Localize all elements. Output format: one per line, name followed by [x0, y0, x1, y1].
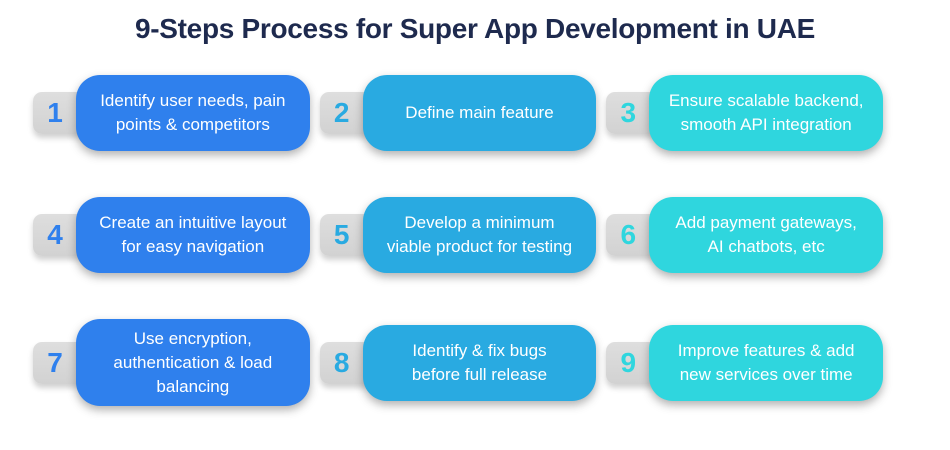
- step-3: 3 Ensure scalable backend, smooth API in…: [606, 75, 883, 151]
- step-4: 4 Create an intuitive layout for easy na…: [33, 197, 310, 273]
- step-5-label: Develop a minimum viable product for tes…: [386, 213, 573, 256]
- step-6-number: 6: [620, 219, 637, 250]
- steps-grid: 1 Identify user needs, pain points & com…: [33, 75, 883, 407]
- step-1: 1 Identify user needs, pain points & com…: [33, 75, 310, 151]
- step-4-card: Create an intuitive layout for easy navi…: [76, 197, 310, 273]
- step-8-number: 8: [333, 346, 350, 378]
- step-5-number: 5: [333, 219, 350, 250]
- step-3-card: Ensure scalable backend, smooth API inte…: [649, 75, 883, 151]
- step-2: 2 Define main feature: [319, 75, 597, 151]
- step-1-label: Identify user needs, pain points & compe…: [100, 91, 286, 134]
- step-7-label: Use encryption, authentication & load ba…: [113, 329, 273, 396]
- step-3-number: 3: [620, 97, 637, 128]
- step-5-card: Develop a minimum viable product for tes…: [362, 197, 597, 273]
- step-8-label: Identify & fix bugs before full release: [411, 340, 548, 384]
- step-6-label: Add payment gateways, AI chatbots, etc: [675, 213, 857, 256]
- step-9-label: Improve features & add new services over…: [677, 340, 855, 384]
- step-6-card: Add payment gateways, AI chatbots, etc: [649, 197, 883, 273]
- step-4-label: Create an intuitive layout for easy navi…: [99, 213, 287, 256]
- step-2-number: 2: [333, 97, 350, 128]
- step-9-number: 9: [620, 346, 637, 378]
- step-6: 6 Add payment gateways, AI chatbots, etc: [606, 197, 883, 273]
- step-7-card: Use encryption, authentication & load ba…: [76, 319, 310, 407]
- step-9-card: Improve features & add new services over…: [649, 324, 883, 401]
- step-2-label: Define main feature: [405, 103, 554, 123]
- step-1-card: Identify user needs, pain points & compe…: [76, 75, 310, 151]
- step-4-number: 4: [47, 219, 63, 250]
- step-8: 8 Identify & fix bugs before full releas…: [319, 319, 597, 406]
- step-7-number: 7: [47, 346, 63, 378]
- page-title: 9-Steps Process for Super App Developmen…: [134, 13, 816, 44]
- step-8-card: Identify & fix bugs before full release: [362, 324, 597, 401]
- step-9: 9 Improve features & add new services ov…: [606, 319, 883, 406]
- step-7: 7 Use encryption, authentication & load …: [33, 319, 310, 407]
- step-3-label: Ensure scalable backend, smooth API inte…: [668, 91, 864, 134]
- step-1-number: 1: [47, 97, 63, 128]
- step-2-card: Define main feature: [362, 75, 597, 151]
- step-5: 5 Develop a minimum viable product for t…: [319, 197, 597, 273]
